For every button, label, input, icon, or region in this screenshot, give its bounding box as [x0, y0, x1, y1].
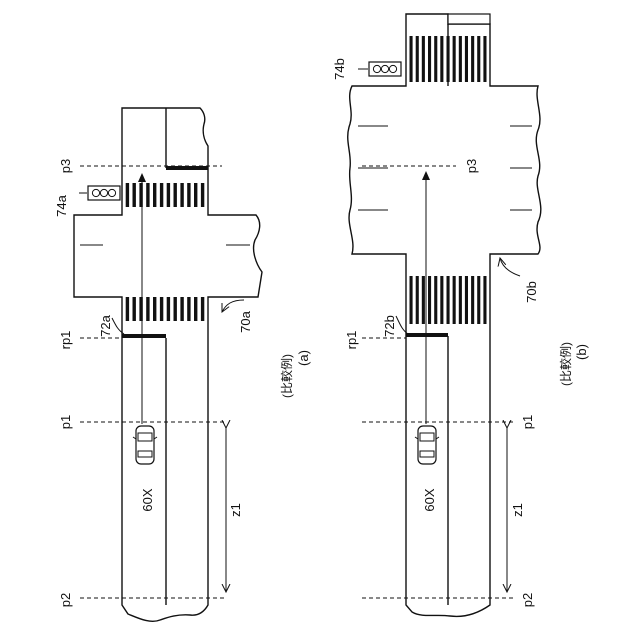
- crosswalk-stripe: [126, 183, 129, 207]
- panel-label-a: (a): [296, 350, 311, 366]
- leader-70b: [500, 258, 520, 276]
- crosswalk-stripe: [174, 297, 177, 321]
- far-stop-line-a: [166, 166, 208, 170]
- crosswalk-stripe: [434, 276, 437, 324]
- crosswalk-stripe: [447, 276, 450, 324]
- crosswalk-stripe: [459, 276, 462, 324]
- crosswalk-stripe: [167, 297, 170, 321]
- crosswalk-stripe: [465, 276, 468, 324]
- far-stop-line-b: [448, 14, 490, 24]
- label-p3-a: p3: [58, 159, 73, 173]
- crosswalk-stripe: [194, 297, 197, 321]
- crosswalk-stripe: [201, 297, 204, 321]
- crosswalk-stripe: [201, 183, 204, 207]
- crosswalk-stripe: [477, 36, 480, 82]
- crosswalk-stripe: [440, 36, 443, 82]
- label-70b: 70b: [524, 281, 539, 303]
- label-p2-a: p2: [58, 593, 73, 607]
- crosswalk-stripe: [434, 36, 437, 82]
- subfigure-a: 74a 72a 60X z1 70a (比較例) (a): [54, 108, 311, 621]
- label-p1-b: p1: [520, 415, 535, 429]
- caption-b: (比較例): [558, 342, 573, 386]
- crosswalk-stripe: [133, 297, 136, 321]
- crosswalk-stripe: [146, 297, 149, 321]
- crosswalk-stripe: [146, 183, 149, 207]
- stop-line-72a: [122, 334, 166, 338]
- crosswalk-stripe: [422, 36, 425, 82]
- label-p3-b: p3: [464, 159, 479, 173]
- crosswalk-stripe: [440, 276, 443, 324]
- label-p1-a: p1: [58, 415, 73, 429]
- crosswalk-stripe: [483, 276, 486, 324]
- label-z1-a: z1: [228, 503, 243, 517]
- road-b: [348, 14, 541, 616]
- crosswalk-stripe: [453, 36, 456, 82]
- crosswalk-stripe: [126, 297, 129, 321]
- crosswalk-stripe: [428, 36, 431, 82]
- crosswalk-stripe: [410, 276, 413, 324]
- crosswalk-stripe: [471, 36, 474, 82]
- label-rp1-b: rp1: [344, 331, 359, 350]
- crosswalk-stripe: [187, 183, 190, 207]
- label-p2-b: p2: [520, 593, 535, 607]
- crosswalk-stripe: [160, 183, 163, 207]
- stop-line-72b: [406, 333, 448, 337]
- crosswalk-stripe: [174, 183, 177, 207]
- label-74b: 74b: [332, 58, 347, 80]
- subfigure-b: 74b 72b 60X z1 70b (比較例) (b): [332, 14, 589, 616]
- crosswalk-stripe: [453, 276, 456, 324]
- leader-70a: [222, 300, 244, 312]
- label-72b: 72b: [382, 315, 397, 337]
- label-z1-b: z1: [510, 503, 525, 517]
- vehicle-60x-b: [415, 426, 439, 464]
- crosswalk-stripe: [153, 183, 156, 207]
- label-rp1-a: rp1: [58, 331, 73, 350]
- crosswalk-stripe: [416, 36, 419, 82]
- crosswalk-stripe: [483, 36, 486, 82]
- label-70a: 70a: [238, 310, 253, 332]
- crosswalk-stripe: [194, 183, 197, 207]
- crosswalk-stripe: [422, 276, 425, 324]
- label-74a: 74a: [54, 194, 69, 216]
- crosswalk-stripe: [410, 36, 413, 82]
- crosswalk-stripe: [180, 297, 183, 321]
- caption-a: (比較例): [279, 354, 294, 398]
- crosswalk-stripe: [447, 36, 450, 82]
- crosswalk-stripe: [471, 276, 474, 324]
- crosswalk-stripe: [160, 297, 163, 321]
- label-72a: 72a: [98, 314, 113, 336]
- label-60x-b: 60X: [422, 488, 437, 511]
- vehicle-60x-a: [133, 426, 157, 464]
- crosswalk-stripe: [465, 36, 468, 82]
- crosswalk-stripe: [167, 183, 170, 207]
- traffic-signal-74b: [369, 62, 401, 76]
- crosswalk-stripe: [180, 183, 183, 207]
- crosswalk-stripe: [133, 183, 136, 207]
- crosswalk-stripe: [477, 276, 480, 324]
- panel-label-b: (b): [574, 344, 589, 360]
- crosswalk-stripe: [187, 297, 190, 321]
- label-60x-a: 60X: [140, 488, 155, 511]
- crosswalk-stripe: [428, 276, 431, 324]
- crosswalk-stripe: [416, 276, 419, 324]
- crosswalk-stripe: [459, 36, 462, 82]
- traffic-signal-74a: [88, 186, 120, 200]
- crosswalk-stripe: [153, 297, 156, 321]
